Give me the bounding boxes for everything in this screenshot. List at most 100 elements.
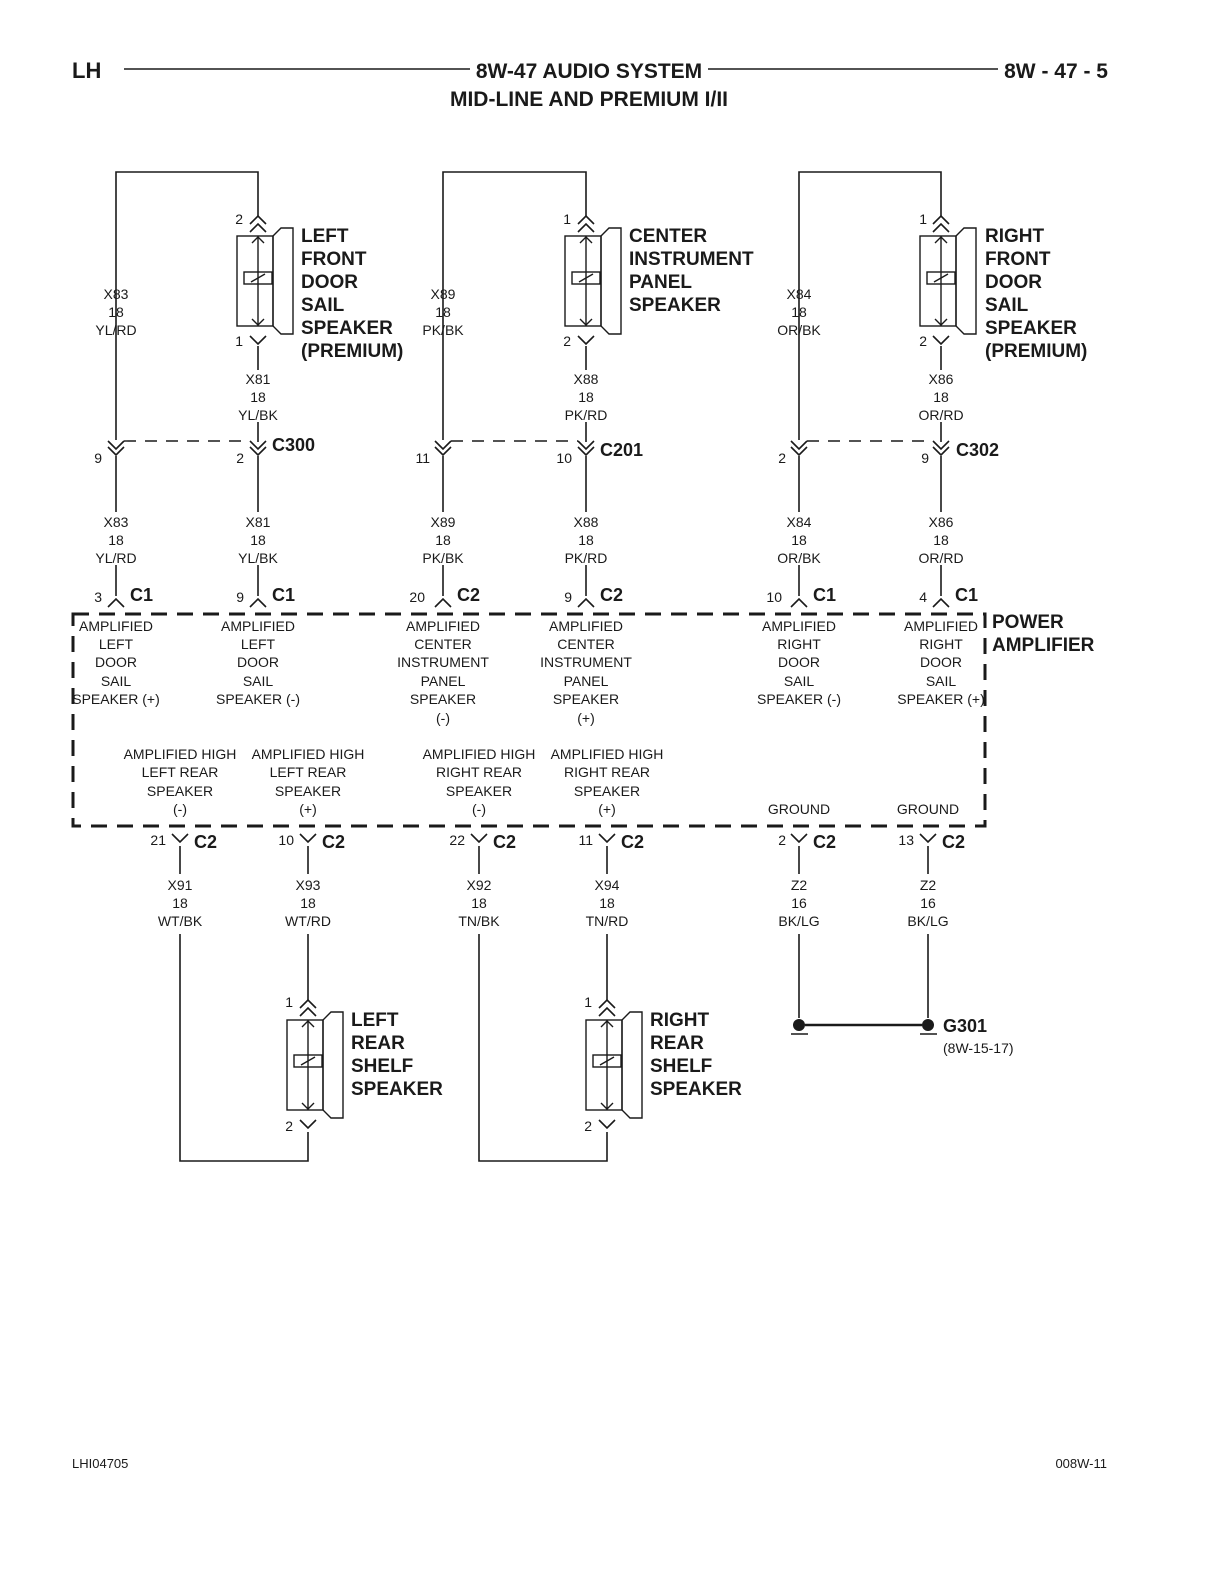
wire-label: YL/BK [238, 407, 278, 423]
speaker-magnet-slash [578, 273, 594, 283]
amp-connector-name: C1 [813, 585, 836, 605]
amp-pin-label: SAIL [926, 673, 957, 689]
footer-right: 008W-11 [1055, 1456, 1107, 1471]
wire-label: 16 [791, 895, 807, 911]
connector-pin: 10 [556, 450, 572, 466]
wire-label: X81 [246, 371, 271, 387]
speaker-pin: 2 [919, 333, 927, 349]
connector-pin: 9 [94, 450, 102, 466]
amp-pin-label: SAIL [243, 673, 274, 689]
amp-pin-label: SPEAKER [275, 783, 341, 799]
connector-name: C302 [956, 440, 999, 460]
wire-label: PK/RD [565, 407, 608, 423]
speaker-right-rear-shelf: 1 2 RIGHT REAR SHELF SPEAKER [584, 994, 742, 1134]
speaker-pin: 2 [285, 1118, 293, 1134]
speaker-label: INSTRUMENT [629, 249, 754, 270]
amp-pin-label: SPEAKER [147, 783, 213, 799]
amp-pin-arrow-icon [299, 833, 317, 844]
amp-pin-label: (-) [472, 801, 486, 817]
amp-pin-label: DOOR [95, 654, 137, 670]
wire-label: PK/BK [422, 322, 464, 338]
speaker-label: SAIL [301, 295, 345, 316]
wire-label: 18 [791, 532, 807, 548]
wire-label: PK/RD [565, 550, 608, 566]
amp-pin-label: SPEAKER (-) [757, 691, 841, 707]
amp-pin-label: AMPLIFIED [221, 618, 295, 634]
wire-label: OR/RD [918, 550, 963, 566]
speaker-pin: 1 [285, 994, 293, 1010]
wire-label: 18 [599, 895, 615, 911]
footer-left: LHI04705 [72, 1456, 128, 1471]
connector-name: C300 [272, 435, 315, 455]
amp-pin-arrow-icon [598, 833, 616, 844]
amp-pin-label: AMPLIFIED HIGH [423, 746, 536, 762]
ground-g301: G301 (8W-15-17) [791, 1016, 1014, 1056]
wire-label: 18 [108, 532, 124, 548]
wire-x84-upper [798, 171, 942, 440]
amp-pin-label: AMPLIFIED HIGH [252, 746, 365, 762]
amp-pin-label: AMPLIFIED [406, 618, 480, 634]
amp-pin-label: CENTER [557, 636, 615, 652]
speaker-magnet-icon [243, 271, 273, 285]
amp-pin-label: AMPLIFIED HIGH [124, 746, 237, 762]
wire-label: X89 [431, 514, 456, 530]
speaker-label: (PREMIUM) [985, 341, 1087, 362]
speaker-magnet-slash [300, 1056, 316, 1066]
speaker-pin: 1 [235, 333, 243, 349]
speaker-magnet-icon [571, 271, 601, 285]
speaker-label: SPEAKER [650, 1079, 742, 1100]
wire-label: 18 [250, 532, 266, 548]
inline-connector-c300: 9 2 C300 [94, 435, 315, 466]
terminal-top-icon [932, 214, 950, 233]
amp-connector-name: C2 [621, 832, 644, 852]
amp-pin-label: AMPLIFIED [549, 618, 623, 634]
amp-connector-name: C2 [600, 585, 623, 605]
wire-label: 18 [933, 389, 949, 405]
amp-pin-label: SPEAKER (-) [216, 691, 300, 707]
speaker-label: SPEAKER [985, 318, 1077, 339]
speaker-magnet-icon [293, 1054, 323, 1068]
wire-label: X94 [595, 877, 620, 893]
wire-label: X92 [467, 877, 492, 893]
amp-pin-label: SPEAKER (+) [897, 691, 985, 707]
wire-label: 16 [920, 895, 936, 911]
wire-label: X89 [431, 286, 456, 302]
amp-connector-name: C2 [813, 832, 836, 852]
amp-pin-label: SAIL [101, 673, 132, 689]
amp-pin-label: CENTER [414, 636, 472, 652]
amp-pin-arrow-icon [790, 597, 808, 608]
wire-label: X88 [574, 371, 599, 387]
amp-pin-number: 3 [94, 589, 102, 605]
wire-label: 18 [435, 532, 451, 548]
connector-pin: 2 [778, 450, 786, 466]
wire-label: 18 [300, 895, 316, 911]
terminal-bottom-icon [598, 1119, 616, 1130]
speaker-pin: 1 [563, 211, 571, 227]
wire-label: WT/RD [285, 913, 331, 929]
wire-x92-b [478, 934, 608, 1162]
page-footer: LHI04705 008W-11 [72, 1456, 1107, 1471]
amp-connector-name: C2 [194, 832, 217, 852]
amp-pin-label: AMPLIFIED [762, 618, 836, 634]
speaker-cone-icon [955, 227, 977, 335]
terminal-top-icon [577, 214, 595, 233]
wire-label: 18 [933, 532, 949, 548]
speaker-label: DOOR [301, 272, 358, 293]
amp-connector-name: C1 [130, 585, 153, 605]
power-amplifier: POWER AMPLIFIER 3 9 20 9 10 4 C1 C1 C2 C… [71, 585, 1095, 852]
speaker-label: SAIL [985, 295, 1029, 316]
speaker-label: SPEAKER [629, 295, 721, 316]
speaker-label: LEFT [351, 1010, 399, 1031]
amp-pin-label: (+) [577, 710, 595, 726]
amp-connector-name: C2 [457, 585, 480, 605]
amp-pin-number: 10 [766, 589, 782, 605]
speaker-label: (PREMIUM) [301, 341, 403, 362]
speaker-label: SPEAKER [301, 318, 393, 339]
speaker-label: FRONT [301, 249, 367, 270]
inline-connector-c302: 2 9 C302 [778, 440, 999, 466]
amplifier-name: POWER [992, 612, 1064, 633]
amp-pin-label: LEFT REAR [142, 764, 219, 780]
speaker-body [236, 235, 274, 327]
terminal-bottom-icon [249, 335, 267, 346]
terminal-top-icon [299, 998, 317, 1017]
